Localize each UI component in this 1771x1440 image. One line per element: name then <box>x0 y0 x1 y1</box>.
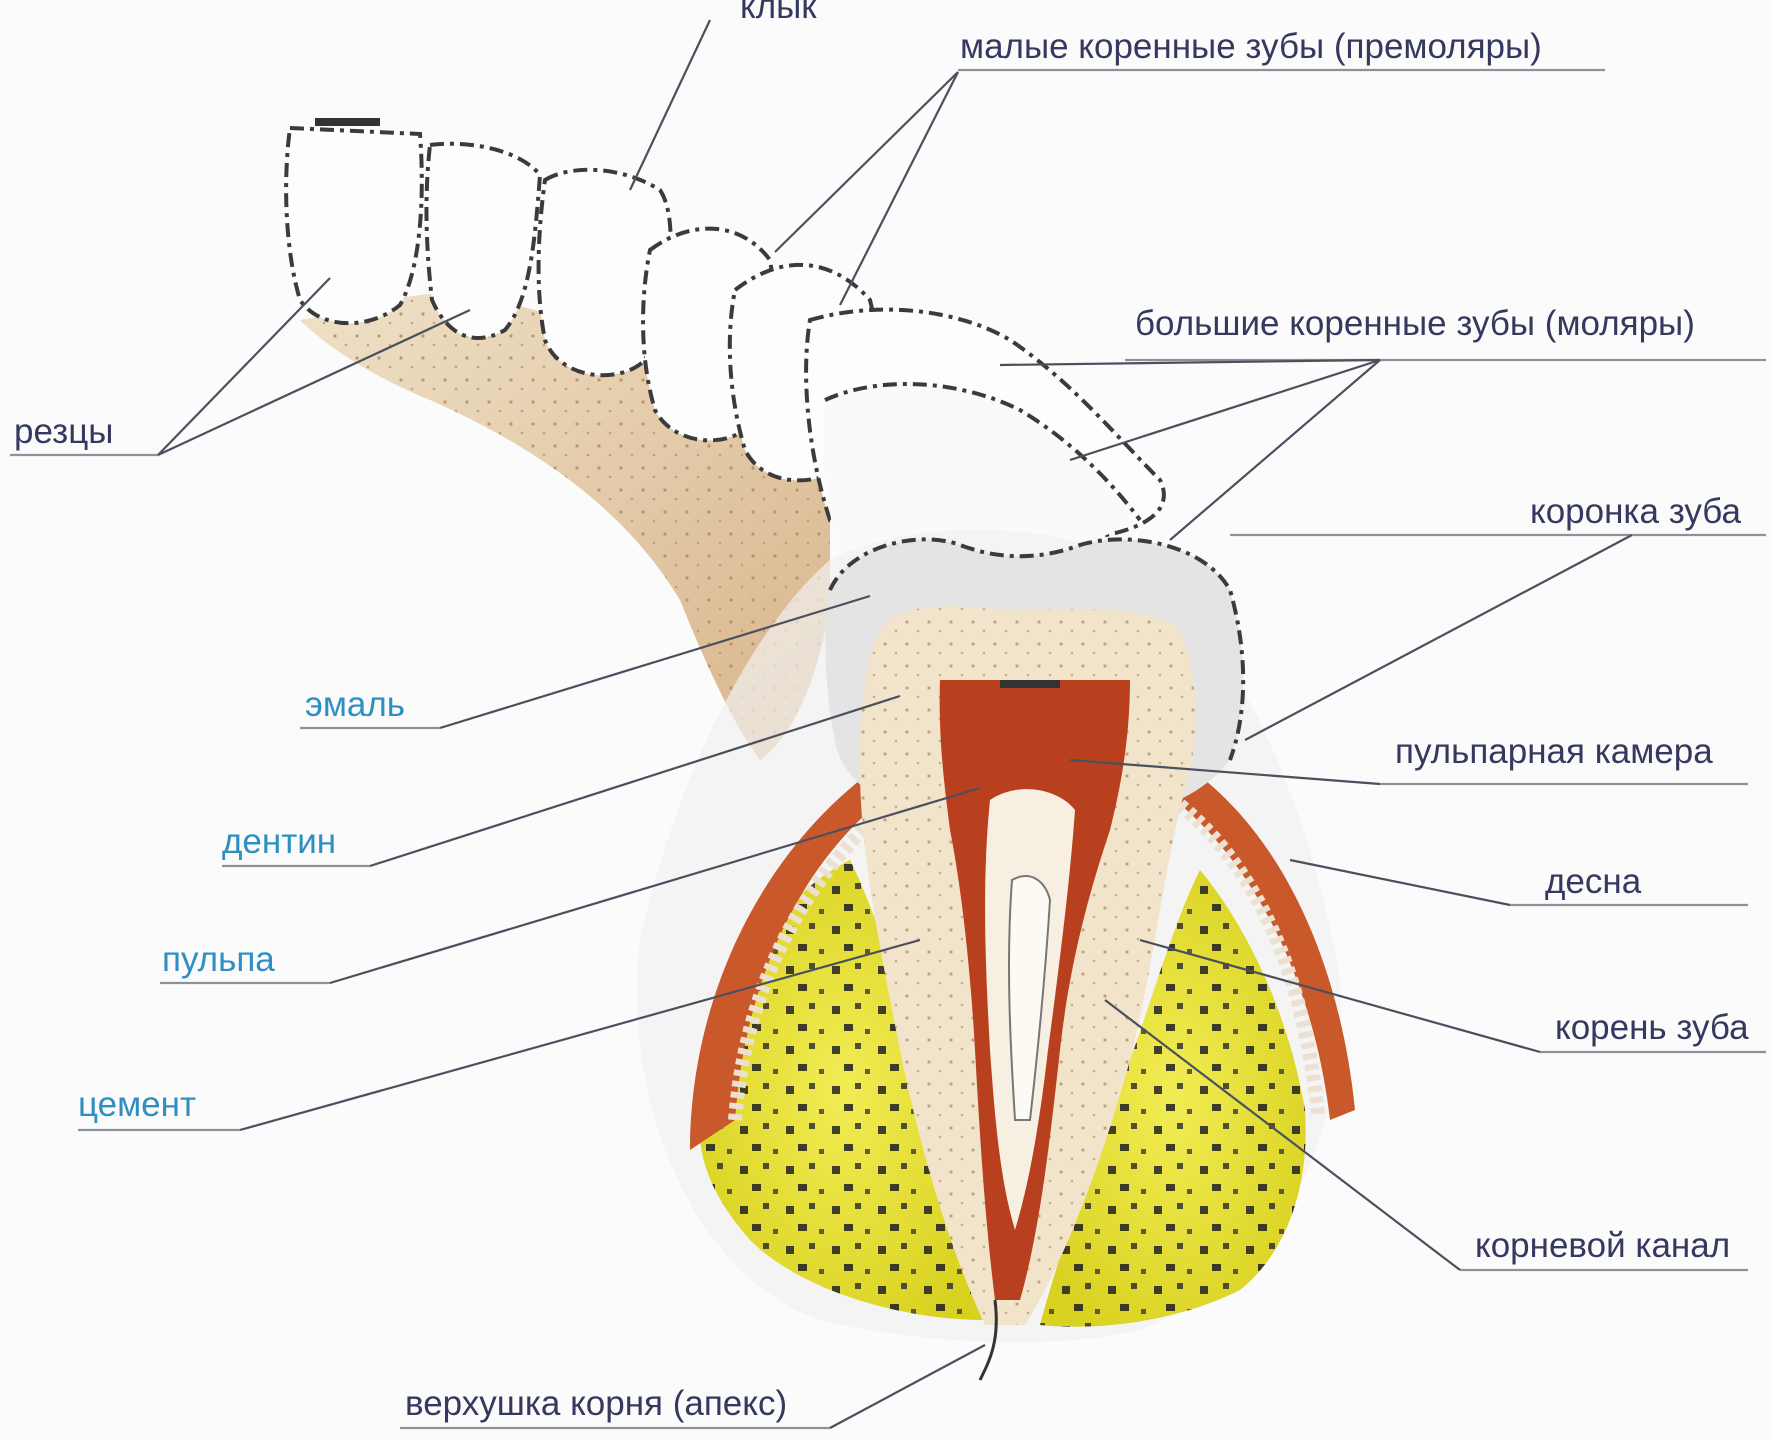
label-enamel: эмаль <box>305 685 405 724</box>
label-cement: цемент <box>78 1085 196 1124</box>
label-root: корень зуба <box>1555 1008 1749 1047</box>
label-pulp-chamber: пульпарная камера <box>1395 732 1713 771</box>
label-premolars: малые коренные зубы (премоляры) <box>960 27 1542 66</box>
label-molars: большие коренные зубы (моляры) <box>1135 304 1695 343</box>
label-pulp: пульпа <box>162 940 275 979</box>
label-gum: десна <box>1545 862 1642 901</box>
label-canine: клык <box>740 0 817 26</box>
label-root-canal: корневой канал <box>1475 1226 1730 1265</box>
label-dentin: дентин <box>222 822 336 861</box>
label-incisors: резцы <box>14 412 113 451</box>
incisor-1 <box>286 128 422 323</box>
label-crown: коронка зуба <box>1530 492 1741 531</box>
label-apex: верхушка корня (апекс) <box>405 1384 787 1423</box>
